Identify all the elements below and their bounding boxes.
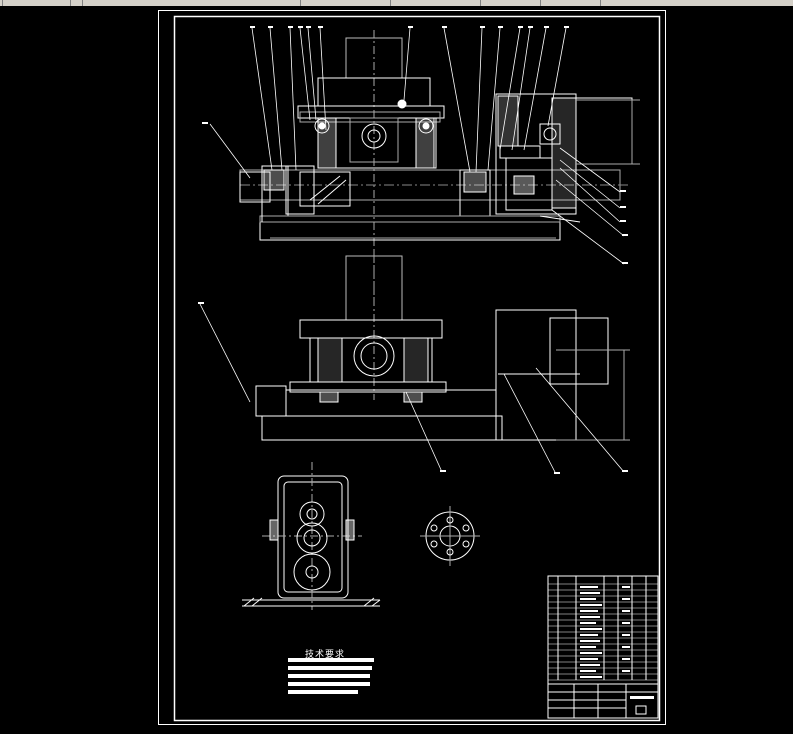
technical-requirements-title: 技术要求 [305,650,346,660]
toolbar-separator [540,0,541,6]
flange-detail-view [420,506,480,566]
top-view-leader-lines [199,303,625,475]
front-view-balloon-ticks [202,26,628,264]
top-view-balloon-ticks [198,302,628,474]
front-section-view [239,30,640,300]
toolbar-separator [480,0,481,6]
front-view-leader-lines [209,27,625,265]
toolbar-separator [70,0,71,6]
toolbar-separator [390,0,391,6]
toolbar-separator [2,0,3,6]
title-block [547,575,659,719]
sheet-outer-border [158,10,666,725]
toolbar-separator [82,0,83,6]
parts-list-text-marks [580,586,654,699]
toolbar-separator [300,0,301,6]
toolbar-separator [600,0,601,6]
sheet-inner-border [173,15,661,722]
side-section-view [242,462,381,610]
technical-requirements-text-lines [288,658,374,694]
application-toolbar-strip [0,0,793,6]
parts-list-rows [548,583,658,681]
top-view [255,250,630,441]
